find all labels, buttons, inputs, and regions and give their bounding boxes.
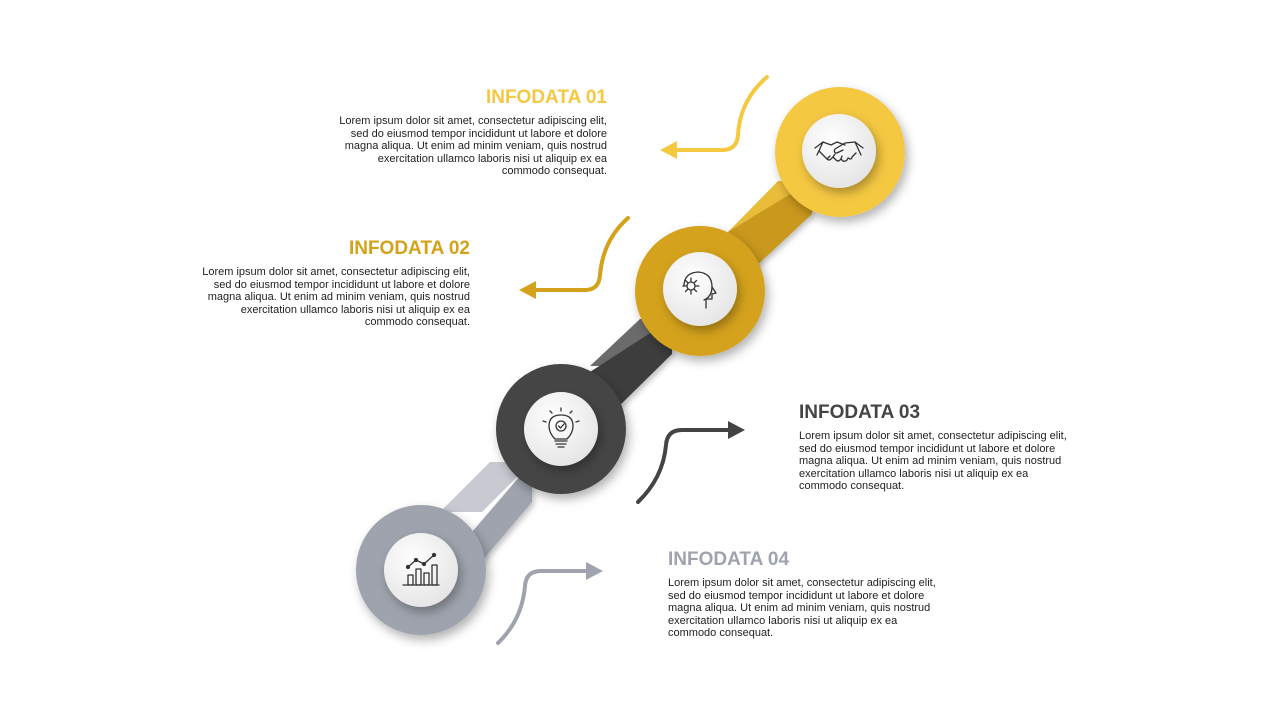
info-body-03: Lorem ipsum dolor sit amet, consectetur …	[799, 430, 1067, 493]
lightbulb-icon	[542, 407, 580, 448]
node-disc-03	[524, 392, 598, 466]
arrow-connector-01	[660, 75, 769, 159]
node-disc-01	[802, 114, 876, 188]
info-title-01: INFODATA 01	[485, 87, 607, 108]
info-body-04: Lorem ipsum dolor sit amet, consectetur …	[668, 577, 936, 640]
info-block-04: INFODATA 04 Lorem ipsum dolor sit amet, …	[668, 549, 948, 640]
arrow-connector-04	[496, 562, 603, 645]
head-gear-icon	[682, 271, 717, 309]
info-body-02: Lorem ipsum dolor sit amet, consectetur …	[202, 266, 470, 329]
arrow-connector-02	[519, 216, 630, 299]
bar-chart-icon	[402, 552, 440, 586]
info-block-02: INFODATA 02 Lorem ipsum dolor sit amet, …	[190, 238, 470, 329]
info-block-03: INFODATA 03 Lorem ipsum dolor sit amet, …	[799, 402, 1079, 493]
info-body-01: Lorem ipsum dolor sit amet, consectetur …	[339, 115, 607, 178]
arrow-connector-03	[636, 421, 745, 504]
node-disc-02	[663, 252, 737, 326]
info-block-01: INFODATA 01 Lorem ipsum dolor sit amet, …	[327, 87, 607, 178]
handshake-icon	[814, 141, 864, 162]
info-title-04: INFODATA 04	[668, 549, 790, 570]
info-title-03: INFODATA 03	[799, 402, 921, 423]
info-title-02: INFODATA 02	[348, 238, 470, 259]
